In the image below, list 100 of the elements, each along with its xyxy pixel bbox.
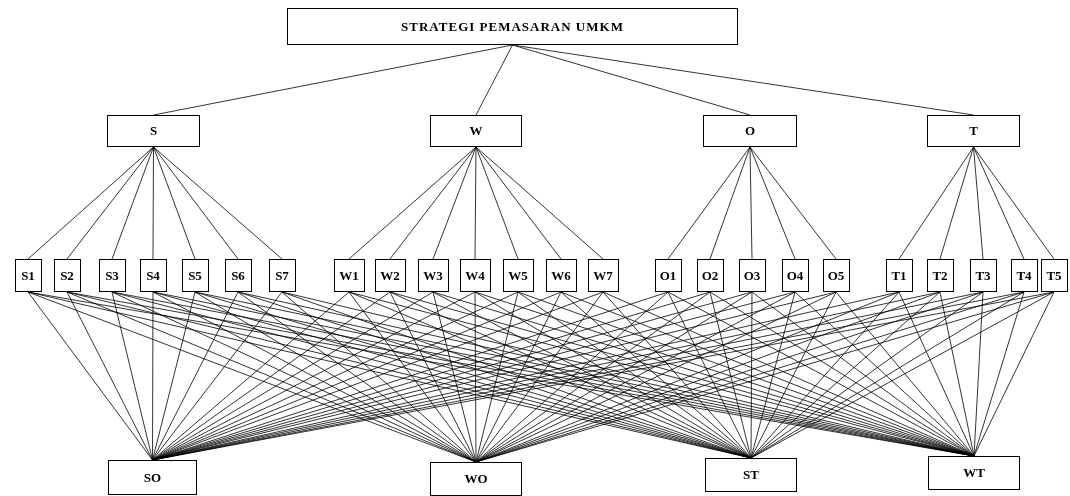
node-box [181, 259, 209, 292]
node-label: S2 [60, 267, 74, 284]
connector-line [66, 291, 153, 461]
node-label: T2 [932, 267, 948, 284]
connector-line [973, 291, 1055, 457]
connector-line [475, 291, 711, 463]
connector-line [667, 291, 752, 459]
node-label: O5 [827, 267, 845, 284]
node-label: WO [464, 471, 488, 487]
node-label: O4 [786, 267, 804, 284]
connector-line [475, 146, 519, 260]
node-box [654, 259, 682, 292]
node-box [98, 259, 126, 292]
connector-line [153, 44, 513, 116]
node-box [333, 259, 365, 292]
connector-line [749, 146, 837, 260]
node-label: S3 [105, 267, 119, 284]
node-label: O [744, 123, 756, 139]
node-box [587, 259, 619, 292]
node-box [1010, 259, 1038, 292]
connector-line [794, 291, 975, 457]
connector-line [749, 146, 753, 260]
node-box [14, 259, 42, 292]
node-label: S1 [21, 267, 35, 284]
connector-line [348, 146, 477, 260]
node-label: T [969, 123, 978, 139]
node-label: W3 [423, 267, 443, 284]
connector-line [898, 146, 974, 260]
node-box [107, 115, 200, 147]
connector-line [475, 44, 513, 116]
connector-line [973, 146, 1025, 260]
node-label: O2 [701, 267, 719, 284]
node-label: W2 [380, 267, 400, 284]
node-label: W4 [465, 267, 485, 284]
connector-line [973, 146, 1055, 260]
node-label: W6 [551, 267, 571, 284]
node-label: S7 [275, 267, 289, 284]
node-box [822, 259, 850, 292]
node-label: W7 [593, 267, 613, 284]
connector-line [709, 146, 751, 260]
connector-line [474, 291, 477, 463]
node-label: SO [143, 469, 162, 486]
node-label: WT [963, 465, 985, 481]
node-label: ST [743, 467, 759, 483]
connector-line [281, 291, 477, 463]
node-box [545, 259, 577, 292]
connector-line [973, 291, 984, 457]
node-label: S4 [146, 267, 160, 284]
connector-line [835, 291, 975, 457]
node-label: O1 [659, 267, 677, 284]
node-box [430, 462, 522, 496]
node-box [430, 115, 522, 147]
connector-line [750, 291, 753, 459]
connector-line [153, 146, 283, 260]
node-label: S6 [231, 267, 245, 284]
node-box [224, 259, 252, 292]
node-label: T1 [891, 267, 907, 284]
node-box [781, 259, 809, 292]
node-box [1040, 259, 1068, 292]
node-label: W5 [508, 267, 528, 284]
node-label: T4 [1016, 267, 1032, 284]
node-box [417, 259, 449, 292]
connector-line [750, 291, 900, 459]
connector-line [475, 291, 604, 463]
connector-line [512, 44, 751, 116]
connector-line [66, 146, 154, 260]
node-label: S5 [188, 267, 202, 284]
connector-line [27, 146, 154, 260]
node-box [268, 259, 296, 292]
connector-line [475, 146, 562, 260]
connector-line [152, 291, 239, 461]
connector-line [474, 146, 477, 260]
node-label: W1 [339, 267, 359, 284]
node-label: S [149, 123, 158, 139]
connector-line [389, 291, 477, 463]
node-box [969, 259, 997, 292]
node-box [885, 259, 913, 292]
node-box [705, 458, 797, 492]
node-box [287, 8, 738, 45]
connector-line [475, 146, 604, 260]
node-label: T5 [1046, 267, 1062, 284]
connector-line [152, 291, 196, 461]
node-box [926, 259, 954, 292]
node-label: W [469, 123, 483, 139]
node-box [459, 259, 491, 292]
connector-line [152, 146, 154, 260]
connector-line [602, 291, 752, 459]
connector-line [152, 291, 391, 461]
node-box [927, 115, 1020, 147]
node-label: T3 [975, 267, 991, 284]
connector-line [111, 146, 154, 260]
connector-line [750, 291, 796, 459]
node-box [703, 115, 797, 147]
node-box [139, 259, 167, 292]
connector-line [973, 291, 1025, 457]
connector-line [348, 291, 477, 463]
connector-line [939, 146, 974, 260]
connector-line [749, 146, 796, 260]
connector-line [560, 291, 752, 459]
node-box [696, 259, 724, 292]
